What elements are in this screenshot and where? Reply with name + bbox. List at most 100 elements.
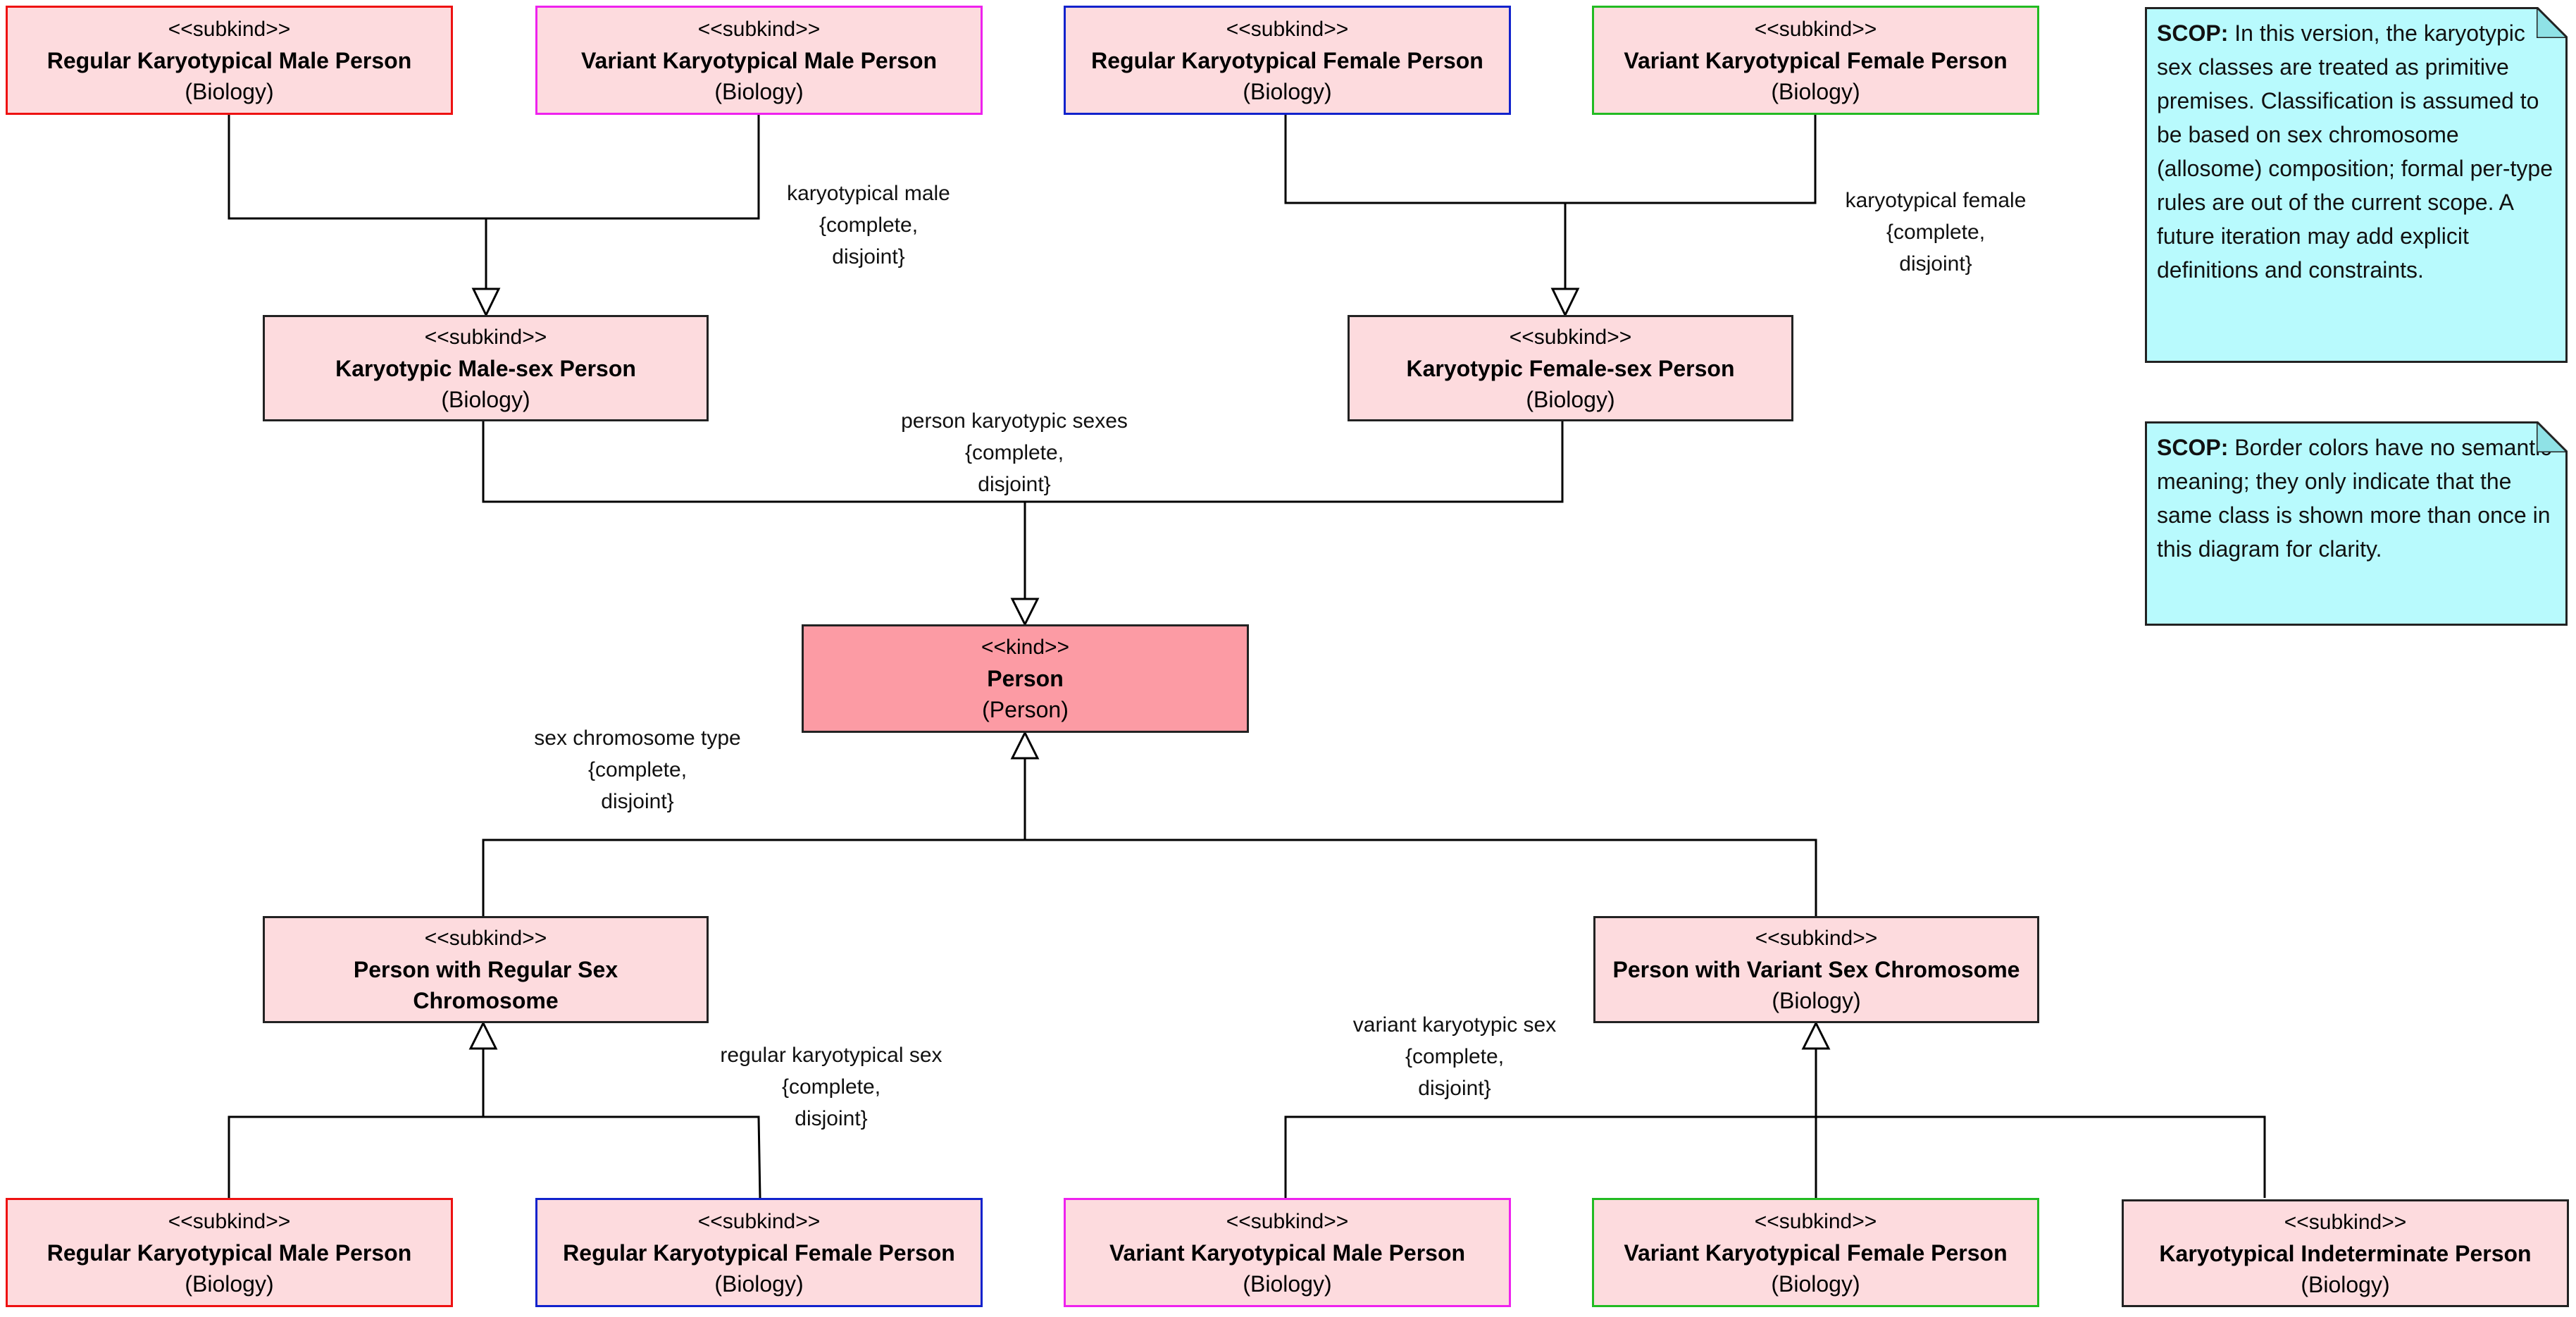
stereotype-label: <<subkind>> <box>1226 17 1349 41</box>
genset-meta: {complete, <box>1405 1045 1505 1068</box>
class-karyotypical-indeterminate-person[interactable]: <<subkind>> Karyotypical Indeterminate P… <box>2122 1199 2569 1307</box>
genset-meta: disjoint} <box>795 1107 868 1130</box>
class-name: Variant Karyotypical Female Person <box>1624 47 2008 73</box>
genset-meta: {complete, <box>819 214 919 237</box>
edge-reg-male-to-male-sex <box>228 115 487 289</box>
stereotype-label: <<subkind>> <box>1754 1209 1877 1233</box>
genset-meta: disjoint} <box>1899 252 1972 276</box>
stereotype-label: <<subkind>> <box>1509 325 1632 349</box>
class-name: Regular Karyotypical Female Person <box>563 1239 955 1266</box>
class-regular-karyotypical-female-person-top[interactable]: <<subkind>> Regular Karyotypical Female … <box>1064 6 1511 115</box>
genset-name: variant karyotypic sex <box>1352 1013 1557 1037</box>
genset-meta: disjoint} <box>832 245 905 268</box>
stereotype-label: <<subkind>> <box>1226 1209 1349 1233</box>
scope-note-primitive-premises[interactable]: SCOP: In this version, the karyotypic se… <box>2145 7 2568 363</box>
arrowhead-regular-chrom <box>468 1020 498 1050</box>
edge-bot-var-male-to-variant-chrom <box>1284 1115 1816 1198</box>
genset-name: regular karyotypical sex <box>720 1044 942 1067</box>
note-text: In this version, the karyotypic sex clas… <box>2157 20 2553 283</box>
stereotype-label: <<subkind>> <box>697 1209 821 1233</box>
arrowhead-male-sex <box>471 287 501 318</box>
genset-meta: disjoint} <box>601 790 674 813</box>
class-name: Person <box>987 666 1064 691</box>
package-label: (Person) <box>982 697 1069 722</box>
genset-meta: {complete, <box>1886 221 1986 244</box>
class-karyotypic-male-sex-person[interactable]: <<subkind>> Karyotypic Male-sex Person (… <box>263 315 709 421</box>
class-variant-karyotypical-female-person-bottom[interactable]: <<subkind>> Variant Karyotypical Female … <box>1592 1198 2039 1307</box>
package-label: (Biology) <box>2301 1271 2390 1297</box>
class-name: Karyotypic Male-sex Person <box>335 355 636 381</box>
genset-label-sex-chromosome-type: sex chromosome type {complete, disjoint} <box>514 722 761 817</box>
scope-note-border-colors[interactable]: SCOP: Border colors have no semantic mea… <box>2145 421 2568 626</box>
arrowhead-female-sex <box>1550 287 1580 318</box>
class-name-line1: Person with Regular Sex <box>353 957 618 982</box>
stereotype-label: <<subkind>> <box>2284 1210 2407 1234</box>
package-label: (Biology) <box>1243 78 1332 104</box>
edge-bot-reg-male-to-regular-chrom <box>228 1049 485 1198</box>
package-label: (Biology) <box>1526 386 1615 412</box>
note-text: Border colors have no semantic meaning; … <box>2157 435 2552 562</box>
genset-label-person-karyotypic-sexes: person karyotypic sexes {complete, disjo… <box>873 405 1155 500</box>
class-name: Regular Karyotypical Female Person <box>1091 47 1483 73</box>
stereotype-label: <<subkind>> <box>1754 17 1877 41</box>
class-name: Karyotypic Female-sex Person <box>1406 355 1735 381</box>
class-variant-karyotypical-male-person-top[interactable]: <<subkind>> Variant Karyotypical Male Pe… <box>535 6 983 115</box>
class-name: Regular Karyotypical Male Person <box>46 47 412 73</box>
package-label: (Biology) <box>185 78 274 104</box>
genset-name: person karyotypic sexes <box>901 409 1128 433</box>
stereotype-label: <<subkind>> <box>424 927 547 950</box>
stereotype-label: <<subkind>> <box>424 325 547 349</box>
class-name: Variant Karyotypical Male Person <box>1109 1239 1466 1266</box>
class-variant-karyotypical-female-person-top[interactable]: <<subkind>> Variant Karyotypical Female … <box>1592 6 2039 115</box>
stereotype-label: <<subkind>> <box>1755 927 1878 950</box>
package-label: (Biology) <box>714 1270 804 1297</box>
stereotype-label: <<kind>> <box>981 636 1070 659</box>
class-name: Person with Variant Sex Chromosome <box>1612 957 2020 982</box>
class-regular-karyotypical-male-person-top[interactable]: <<subkind>> Regular Karyotypical Male Pe… <box>6 6 453 115</box>
class-variant-karyotypical-male-person-bottom[interactable]: <<subkind>> Variant Karyotypical Male Pe… <box>1064 1198 1511 1307</box>
genset-meta: {complete, <box>964 441 1064 464</box>
edge-variant-chrom-to-person <box>1025 839 1817 916</box>
note-label: SCOP: <box>2157 435 2229 460</box>
genset-name: karyotypical male <box>787 182 950 205</box>
genset-label-karyotypical-female: karyotypical female {complete, disjoint} <box>1830 185 2041 280</box>
note-label: SCOP: <box>2157 20 2229 46</box>
class-person-with-regular-sex-chromosome[interactable]: <<subkind>> Person with Regular Sex Chro… <box>263 916 709 1023</box>
class-name: Variant Karyotypical Male Person <box>580 47 938 73</box>
genset-label-karyotypical-male: karyotypical male {complete, disjoint} <box>773 178 964 273</box>
edge-indeterminate-to-variant-chrom <box>1816 1115 2266 1198</box>
package-label: (Biology) <box>185 1270 274 1297</box>
package-label: (Biology) <box>1243 1270 1332 1297</box>
class-name-line2: Chromosome <box>413 988 559 1013</box>
genset-meta: {complete, <box>587 758 687 781</box>
arrowhead-person-top <box>1010 598 1040 627</box>
class-person[interactable]: <<kind>> Person (Person) <box>802 624 1249 733</box>
arrowhead-person-bottom <box>1010 730 1040 760</box>
arrowhead-variant-chrom <box>1801 1020 1831 1050</box>
class-name: Variant Karyotypical Female Person <box>1624 1239 2008 1266</box>
class-name: Regular Karyotypical Male Person <box>46 1239 412 1266</box>
genset-name: sex chromosome type <box>534 726 741 750</box>
genset-label-variant-karyotypic-sex: variant karyotypic sex {complete, disjoi… <box>1335 1009 1574 1104</box>
genset-name: karyotypical female <box>1845 189 2027 212</box>
stereotype-label: <<subkind>> <box>168 17 291 41</box>
genset-meta: disjoint} <box>978 473 1051 496</box>
edge-var-male-to-male-sex <box>486 115 760 220</box>
package-label: (Biology) <box>441 386 530 412</box>
class-regular-karyotypical-male-person-bottom[interactable]: <<subkind>> Regular Karyotypical Male Pe… <box>6 1198 453 1307</box>
package-label: (Biology) <box>714 78 804 104</box>
package-label: (Biology) <box>1771 1270 1860 1297</box>
class-name: Karyotypical Indeterminate Person <box>2159 1240 2532 1266</box>
edge-reg-female-to-female-sex <box>1284 115 1567 289</box>
stereotype-label: <<subkind>> <box>168 1209 291 1233</box>
class-person-with-variant-sex-chromosome[interactable]: <<subkind>> Person with Variant Sex Chro… <box>1593 916 2039 1023</box>
package-label: (Biology) <box>1771 78 1860 104</box>
package-label: (Biology) <box>1772 988 1861 1013</box>
genset-meta: disjoint} <box>1418 1077 1491 1100</box>
class-karyotypic-female-sex-person[interactable]: <<subkind>> Karyotypic Female-sex Person… <box>1348 315 1793 421</box>
note-fold-corner <box>2537 421 2568 452</box>
class-regular-karyotypical-female-person-bottom[interactable]: <<subkind>> Regular Karyotypical Female … <box>535 1198 983 1307</box>
genset-label-regular-karyotypical-sex: regular karyotypical sex {complete, disj… <box>704 1039 958 1134</box>
edge-var-female-to-female-sex <box>1565 115 1817 204</box>
